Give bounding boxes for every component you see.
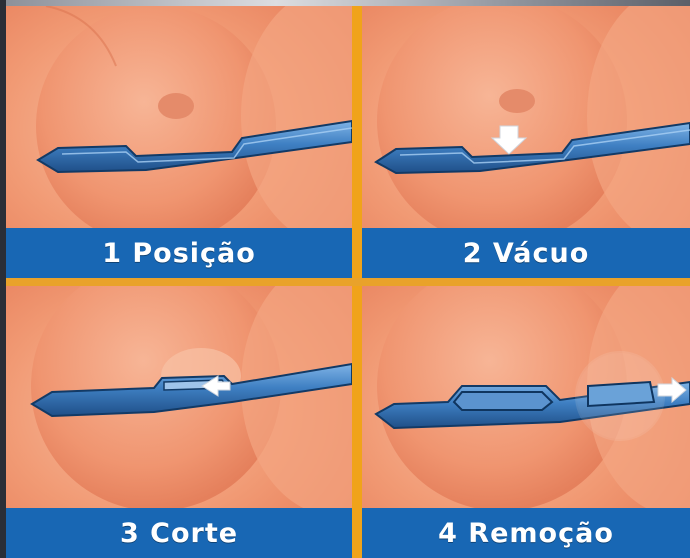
- step-4-caption: 4 Remoção: [438, 518, 614, 549]
- aperture-window: [454, 392, 552, 410]
- step-2-caption: 2 Vácuo: [463, 238, 590, 269]
- step-1-caption: 1 Posição: [102, 238, 256, 269]
- caption-bar: 1 Posição: [6, 228, 352, 278]
- horizontal-divider: [6, 278, 690, 286]
- panel-position: 1 Posição: [6, 6, 352, 278]
- panel-cut: 3 Corte: [6, 286, 352, 558]
- panel-removal: 4 Remoção: [362, 286, 690, 558]
- nipple-shape: [158, 93, 194, 119]
- caption-bar: 4 Remoção: [362, 508, 690, 558]
- tissue-sample-shape: [588, 382, 654, 406]
- panel-vacuum: 2 Vácuo: [362, 6, 690, 278]
- step-3-caption: 3 Corte: [120, 518, 238, 549]
- caption-bar: 2 Vácuo: [362, 228, 690, 278]
- breast-shape: [36, 6, 276, 246]
- caption-bar: 3 Corte: [6, 508, 352, 558]
